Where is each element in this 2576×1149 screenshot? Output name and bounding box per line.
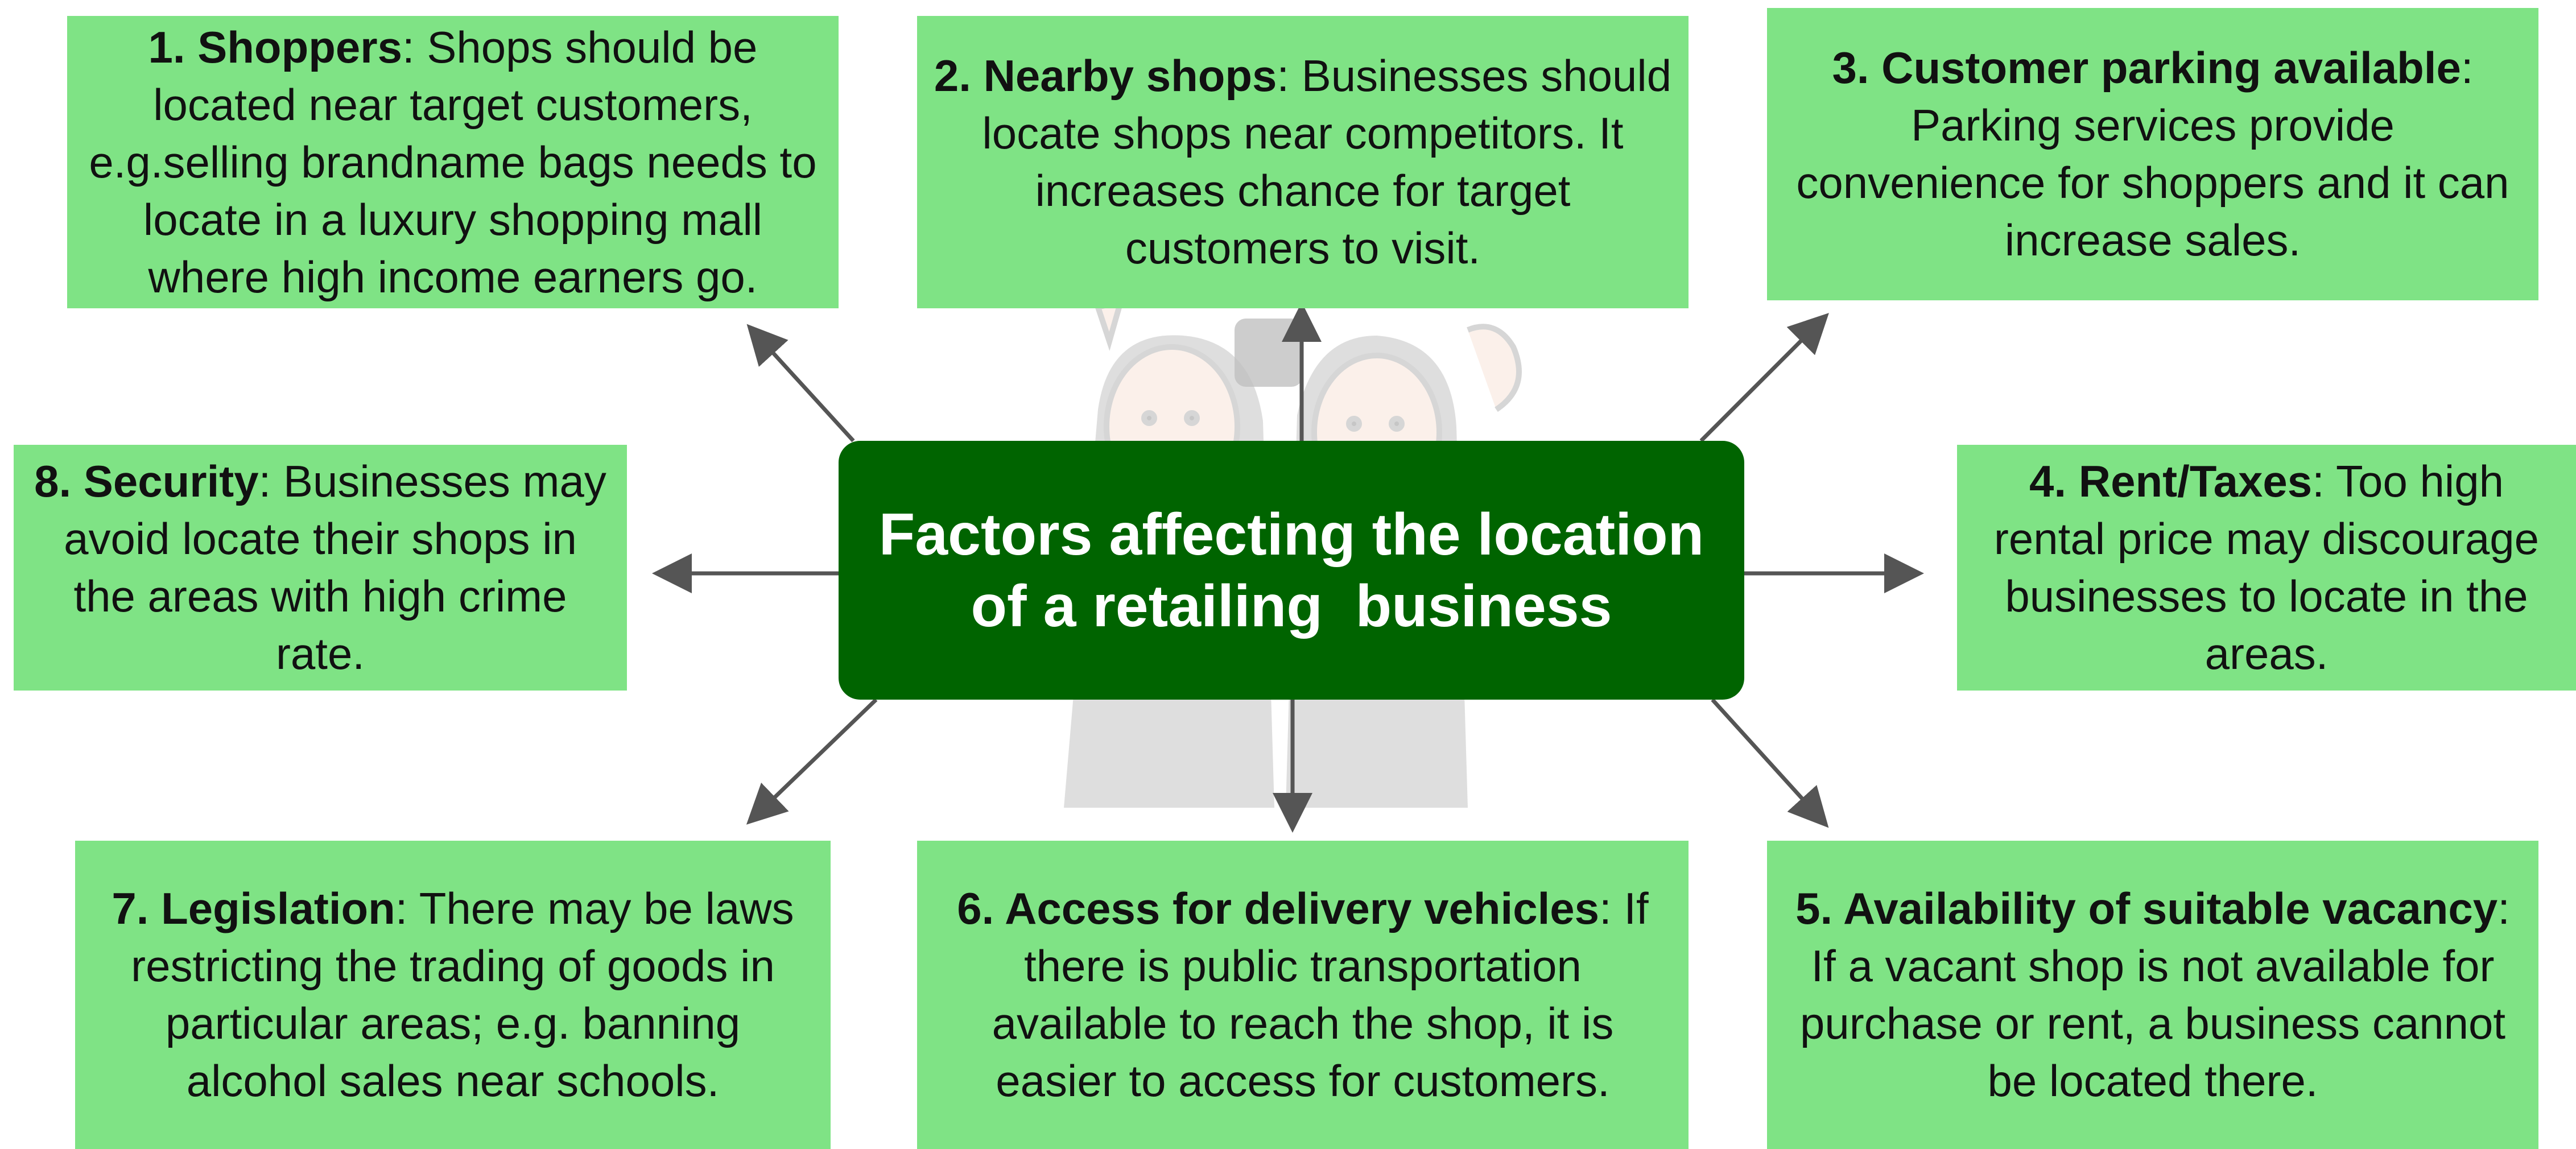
factor-1-text: : Shops should be located near target cu…: [89, 22, 817, 302]
factor-7-text: : There may be laws restricting the trad…: [131, 883, 794, 1106]
arrow-to-factor-1: [746, 324, 855, 443]
factor-6-heading: 6. Access for delivery vehicles: [957, 883, 1600, 933]
factor-4-heading: 4. Rent/Taxes: [2029, 456, 2313, 506]
factor-4-box: 4. Rent/Taxes: Too high rental price may…: [1957, 445, 2576, 691]
factor-6-box: 6. Access for delivery vehicles: If ther…: [917, 841, 1689, 1149]
central-title-box: Factors affecting the location of a reta…: [839, 441, 1744, 700]
factor-7-heading: 7. Legislation: [112, 883, 395, 933]
factor-8-heading: 8. Security: [34, 456, 259, 506]
factor-5-box: 5. Availability of suitable vacancy: If …: [1767, 841, 2538, 1149]
arrow-to-factor-7: [746, 698, 878, 825]
factor-4-text: : Too high rental price may discourage b…: [1993, 456, 2540, 679]
factor-3-box: 3. Customer parking available: Parking s…: [1767, 8, 2538, 300]
factor-1-box: 1. Shoppers: Shops should be located nea…: [67, 16, 839, 308]
factor-5-text: : If a vacant shop is not available for …: [1799, 883, 2510, 1106]
factor-5-heading: 5. Availability of suitable vacancy: [1795, 883, 2498, 933]
factor-8-box: 8. Security: Businesses may avoid locate…: [14, 445, 627, 691]
arrow-to-factor-3: [1699, 313, 1829, 443]
factor-3-text: : Parking services provide convenience f…: [1796, 43, 2509, 265]
factor-3-heading: 3. Customer parking available: [1832, 43, 2461, 93]
factor-8-text: : Businesses may avoid locate their shop…: [64, 456, 606, 679]
factor-2-text: : Businesses should locate shops near co…: [982, 51, 1672, 273]
arrow-to-factor-5: [1711, 698, 1829, 828]
factor-1-heading: 1. Shoppers: [148, 22, 402, 72]
factor-6-text: : If there is public transportation avai…: [992, 883, 1649, 1106]
factor-2-heading: 2. Nearby shops: [934, 51, 1277, 101]
factor-2-box: 2. Nearby shops: Businesses should locat…: [917, 16, 1689, 308]
factor-7-box: 7. Legislation: There may be laws restri…: [75, 841, 831, 1149]
central-title: Factors affecting the location of a reta…: [878, 501, 1721, 639]
